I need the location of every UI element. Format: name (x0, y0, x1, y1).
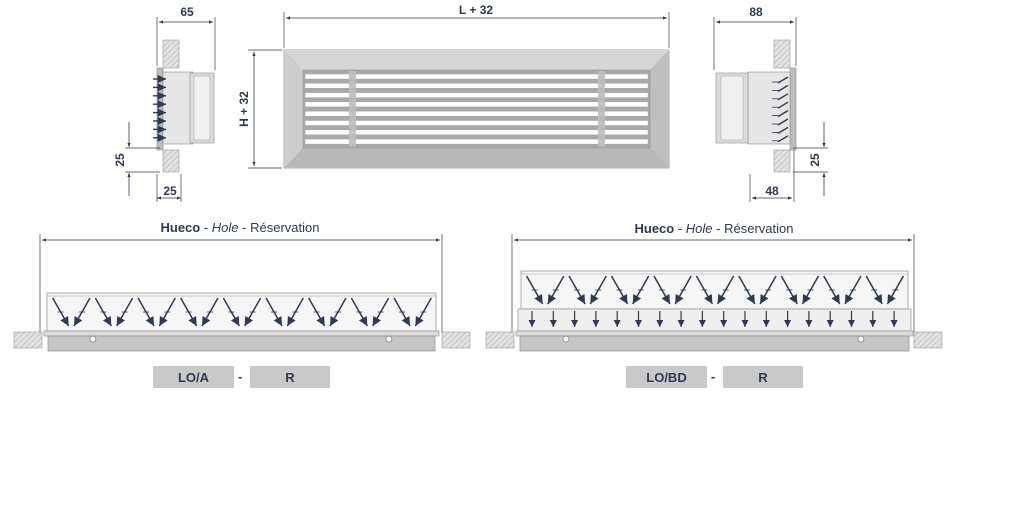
front-mullion-right (598, 71, 605, 147)
front-slat (304, 120, 649, 126)
side-blade (777, 84, 789, 93)
damper-housing (747, 71, 791, 145)
wall-bottom-hatch (773, 149, 791, 173)
front-slat (304, 138, 649, 145)
front-slat (304, 101, 649, 108)
wall-left-hatch (13, 331, 43, 349)
side-blade (777, 126, 789, 135)
screw-hole (89, 335, 97, 343)
wall-top-hatch (162, 39, 180, 69)
right-side-blades (772, 76, 789, 143)
dim-label-65: 65 (180, 5, 194, 19)
left-side-blades (153, 74, 166, 143)
face-frame (789, 67, 797, 151)
screw-hole (385, 335, 393, 343)
face-frame (519, 335, 910, 352)
blade-housing (46, 292, 437, 332)
front-slat (304, 129, 649, 136)
section-caption: Hueco - Hole - Réservation (161, 220, 320, 235)
front-slat (304, 92, 649, 98)
dim-label-right-flange-height: 25 (808, 153, 822, 167)
front-view: L + 32 H + 32 (237, 3, 670, 169)
section-lo-a: Hueco - Hole - Réservation (13, 220, 471, 352)
damper-blades-lo-bd (528, 311, 898, 327)
side-blade (777, 93, 789, 101)
model-badge-lo-bd: LO/BD (626, 366, 707, 388)
face-frame (47, 335, 436, 352)
front-mullion-left (349, 71, 356, 147)
side-blade (777, 118, 789, 126)
section-caption: Hueco - Hole - Réservation (635, 221, 794, 236)
wall-right-hatch (913, 331, 943, 349)
side-blade (777, 101, 789, 109)
screw-hole (562, 335, 570, 343)
wall-right-hatch (441, 331, 471, 349)
section-lo-bd: Hueco - Hole - Réservation (485, 221, 943, 352)
screw-hole (857, 335, 865, 343)
dim-label-left-flange-height: 25 (113, 153, 127, 167)
blades-lo-a (52, 297, 432, 327)
dim-label-height: H + 32 (237, 91, 251, 127)
side-blade (777, 135, 789, 143)
dim-label-48: 48 (765, 184, 779, 198)
left-side-section: 65 25 25 (113, 5, 216, 202)
front-slat (304, 83, 649, 89)
dim-label-88: 88 (749, 5, 763, 19)
model-badge-r: R (723, 366, 803, 388)
wall-left-hatch (485, 331, 515, 349)
wall-top-hatch (773, 39, 791, 69)
blades-lo-bd (525, 275, 905, 305)
model-separator: - (238, 369, 243, 384)
front-slats (304, 73, 649, 145)
model-badge-lo-a: LO/A (153, 366, 234, 388)
blade-housing (162, 71, 194, 145)
right-side-section: 88 25 48 (713, 5, 828, 202)
model-badge-r: R (250, 366, 330, 388)
dim-label-width: L + 32 (459, 3, 493, 17)
side-blade (777, 76, 789, 84)
model-separator: - (711, 369, 716, 384)
front-slat (304, 110, 649, 117)
front-slat (304, 73, 649, 80)
blade-housing (520, 270, 909, 310)
dim-label-left-flange-width: 25 (163, 184, 177, 198)
side-blade (777, 109, 789, 118)
wall-bottom-hatch (162, 149, 180, 173)
